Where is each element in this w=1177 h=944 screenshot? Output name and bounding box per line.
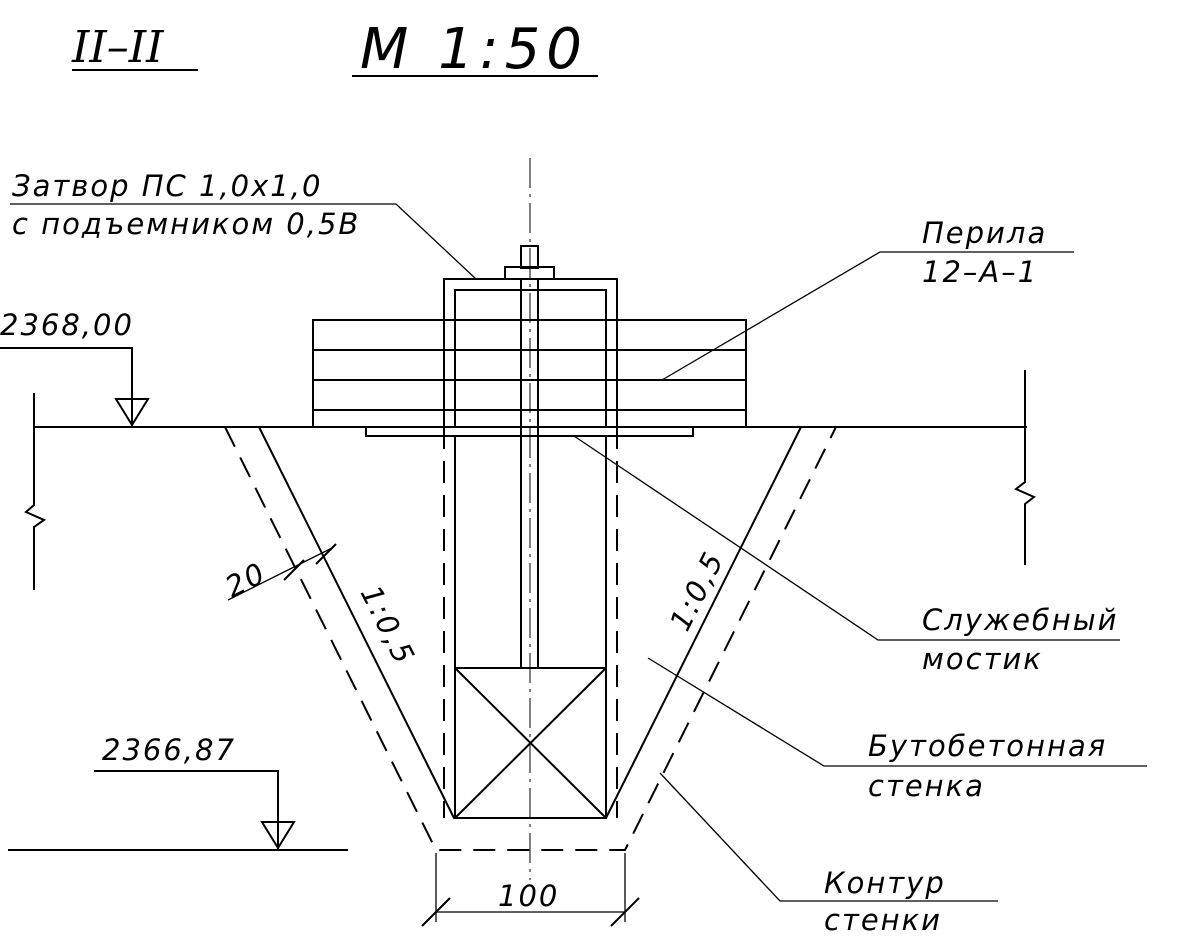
elevation-bottom-value: 2366,87 — [102, 733, 236, 767]
bridge-label-line1: Служебный — [922, 603, 1119, 637]
slope-left-value: 1:0,5 — [354, 580, 422, 671]
elevation-marker-bottom: 2366,87 — [8, 733, 348, 851]
gate-label-line2: с подъемником 0,5В — [12, 207, 360, 241]
leader-bridge: Служебный мостик — [573, 435, 1120, 676]
wall-outer-contour — [224, 426, 837, 851]
elevation-top-value: 2368,00 — [0, 308, 134, 342]
bridge-label-line2: мостик — [922, 642, 1043, 676]
leader-contour: Контур стенки — [659, 772, 998, 937]
lining-thickness-value: 20 — [220, 555, 272, 604]
left-break-line — [24, 393, 47, 590]
elevation-marker-top: 2368,00 — [0, 308, 150, 427]
leader-gate: Затвор ПС 1,0х1,0 с подъемником 0,5В — [10, 169, 477, 280]
slope-right-value: 1:0,5 — [663, 545, 731, 636]
right-break-line — [1014, 370, 1036, 565]
railing-label-line2: 12–А–1 — [922, 255, 1038, 289]
gate-label-line1: Затвор ПС 1,0х1,0 — [12, 169, 322, 203]
section-mark: II–II — [71, 22, 165, 73]
wall-label-line2: стенка — [868, 769, 985, 803]
width-dimension: 100 — [421, 853, 640, 927]
elevation-triangle-icon — [114, 398, 150, 427]
bottom-width-value: 100 — [498, 879, 559, 913]
scale-title: М 1:50 — [352, 17, 598, 82]
leader-wall: Бутобетонная стенка — [647, 657, 1147, 803]
wall-label-line1: Бутобетонная — [868, 729, 1107, 763]
section-title: II–II — [71, 22, 198, 73]
contour-label-line1: Контур — [824, 866, 946, 900]
lining-dimension: 20 — [220, 543, 337, 604]
scale-label: М 1:50 — [360, 17, 588, 82]
railing-label-line1: Перила — [922, 216, 1047, 250]
elevation-triangle-icon — [260, 821, 296, 850]
contour-label-line2: стенки — [824, 903, 942, 937]
leader-railing: Перила 12–А–1 — [661, 216, 1074, 381]
